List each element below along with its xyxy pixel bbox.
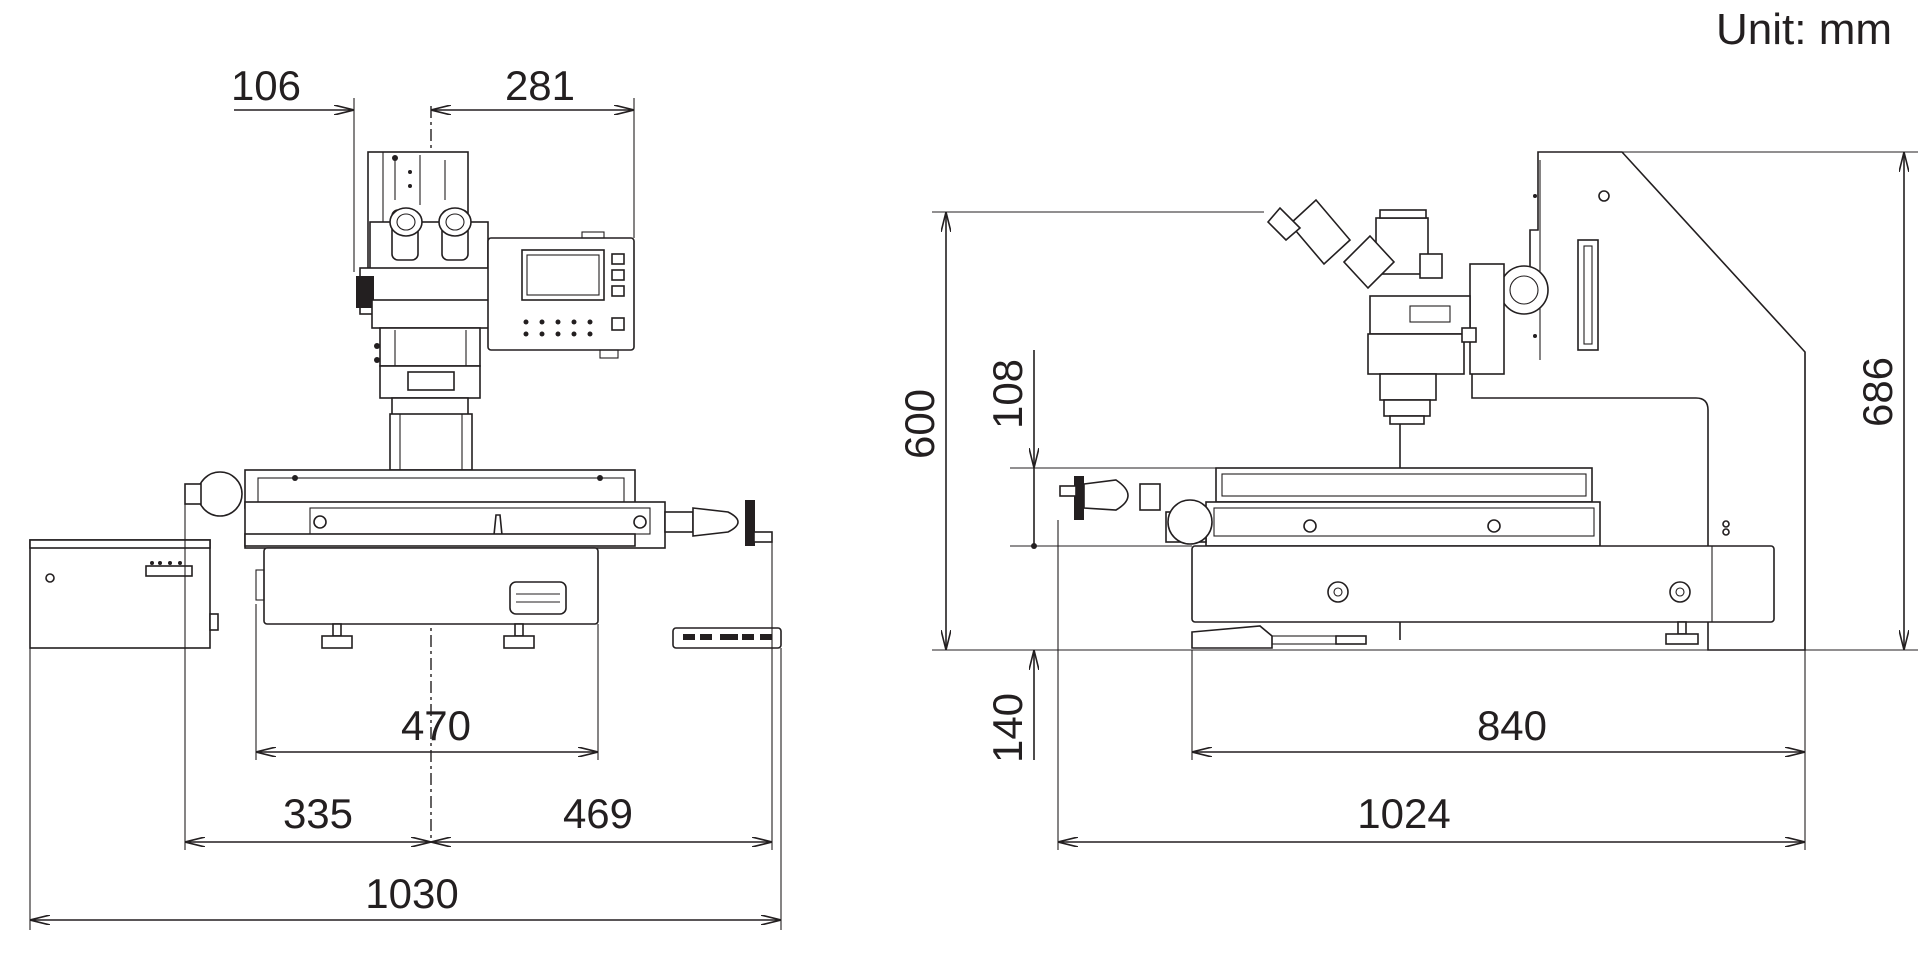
dim-281: 281 [505,62,575,109]
side-view: 600 108 140 686 840 1024 [896,151,1918,850]
dim-686: 686 [1854,357,1901,427]
front-base [255,547,599,649]
dim-108: 108 [984,359,1031,429]
dim-1024: 1024 [1357,790,1450,837]
front-column [389,413,473,471]
dim-840: 840 [1477,702,1547,749]
side-stage [1059,467,1601,547]
dim-469: 469 [563,790,633,837]
dim-106: 106 [231,62,301,109]
side-base [1191,545,1775,649]
front-foot-switch [672,627,782,649]
dim-470: 470 [401,702,471,749]
dim-335: 335 [283,790,353,837]
dim-600: 600 [896,389,943,459]
dim-140: 140 [984,693,1031,763]
side-microscope-head [1266,198,1549,425]
unit-label: Unit: mm [1716,5,1892,54]
dim-1030: 1030 [365,870,458,917]
front-control-box [487,231,635,359]
front-view: 106 281 470 335 469 1030 [29,62,782,930]
front-microscope-head [356,151,508,417]
front-power-box [29,539,219,649]
front-stage [184,469,773,549]
